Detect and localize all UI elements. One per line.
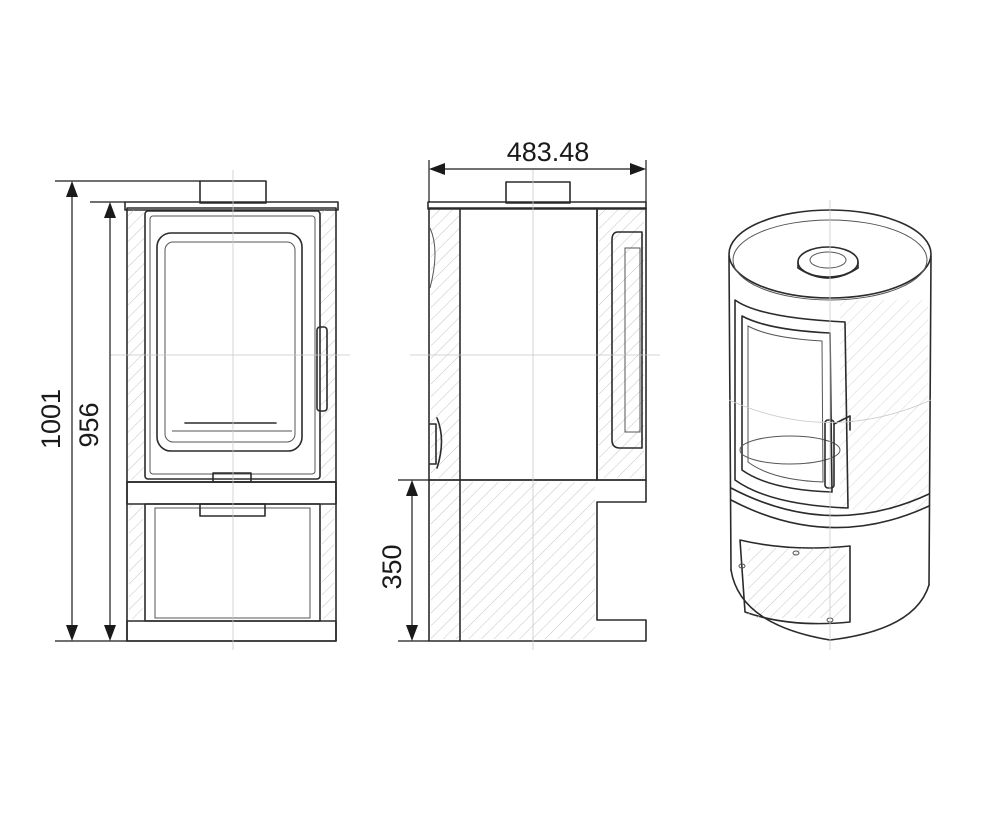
- side-view: [410, 170, 660, 650]
- depth-arrow-right: [630, 163, 646, 175]
- perspective-view: [728, 200, 932, 650]
- perspective-firebox-floor: [739, 435, 841, 465]
- total-height-dimension: 1001: [36, 180, 200, 642]
- perspective-flue-body: [797, 261, 859, 279]
- body-height-arrow-bottom: [104, 625, 116, 641]
- base-height-dimension: 350: [377, 479, 429, 642]
- depth-dimension: 483.48: [428, 137, 647, 202]
- perspective-door-glass: [741, 315, 833, 493]
- side-rear-inner-opening: [624, 247, 641, 433]
- side-rear-opening: [611, 231, 643, 449]
- front-base-inner-opening: [154, 507, 311, 619]
- front-door-glass-inner: [164, 241, 296, 443]
- perspective-flue-inner: [809, 251, 847, 269]
- total-height-label: 1001: [36, 389, 66, 449]
- front-top-plate: [124, 201, 339, 211]
- front-bottom-plate: [126, 620, 337, 642]
- front-door-inner-frame: [149, 215, 316, 475]
- perspective-door: [734, 299, 849, 509]
- side-door-curve: [429, 227, 436, 289]
- total-height-arrow-bottom: [66, 625, 78, 641]
- perspective-base-bolt-2: [738, 563, 746, 569]
- side-base-front-hatch: [431, 482, 459, 639]
- side-handle-bracket: [429, 423, 437, 465]
- side-rear-hatch: [599, 210, 644, 478]
- perspective-handle-bracket: [833, 415, 851, 431]
- perspective-body-hatch: [840, 300, 928, 510]
- base-height-label: 350: [377, 544, 407, 589]
- body-height-dimension: 956: [74, 201, 125, 641]
- side-handle-profile: [436, 417, 443, 469]
- front-left-side-hatch: [128, 210, 144, 480]
- front-base-left-hatch: [129, 505, 143, 619]
- front-base-right-hatch: [322, 505, 334, 619]
- perspective-base-opening: [739, 539, 851, 625]
- front-base: [126, 481, 337, 642]
- perspective-base-bolt-1: [792, 550, 800, 556]
- front-base-top-rail: [126, 481, 337, 505]
- side-top-plate: [427, 201, 647, 210]
- front-door-glass-outer: [156, 232, 303, 452]
- base-height-arrow-bottom: [406, 625, 418, 641]
- front-base-tray-handle: [199, 503, 266, 517]
- base-height-arrow-top: [406, 480, 418, 496]
- body-height-arrow-top: [104, 202, 116, 218]
- side-flue-collar: [505, 181, 571, 204]
- front-door-handle: [316, 326, 328, 412]
- depth-arrow-left: [429, 163, 445, 175]
- side-base: [428, 479, 647, 642]
- perspective-left-side: [728, 255, 732, 571]
- perspective-door-glass-inner: [747, 325, 824, 483]
- perspective-door-handle: [824, 419, 835, 489]
- body-height-label: 956: [74, 402, 104, 447]
- total-height-arrow-top: [66, 181, 78, 197]
- front-door-frame: [144, 210, 321, 480]
- perspective-base-hatch: [748, 548, 846, 618]
- perspective-right-side: [928, 255, 932, 586]
- depth-label: 483.48: [507, 137, 590, 167]
- front-base-opening: [144, 503, 321, 622]
- front-view: [110, 170, 350, 650]
- side-base-hatch: [462, 482, 595, 639]
